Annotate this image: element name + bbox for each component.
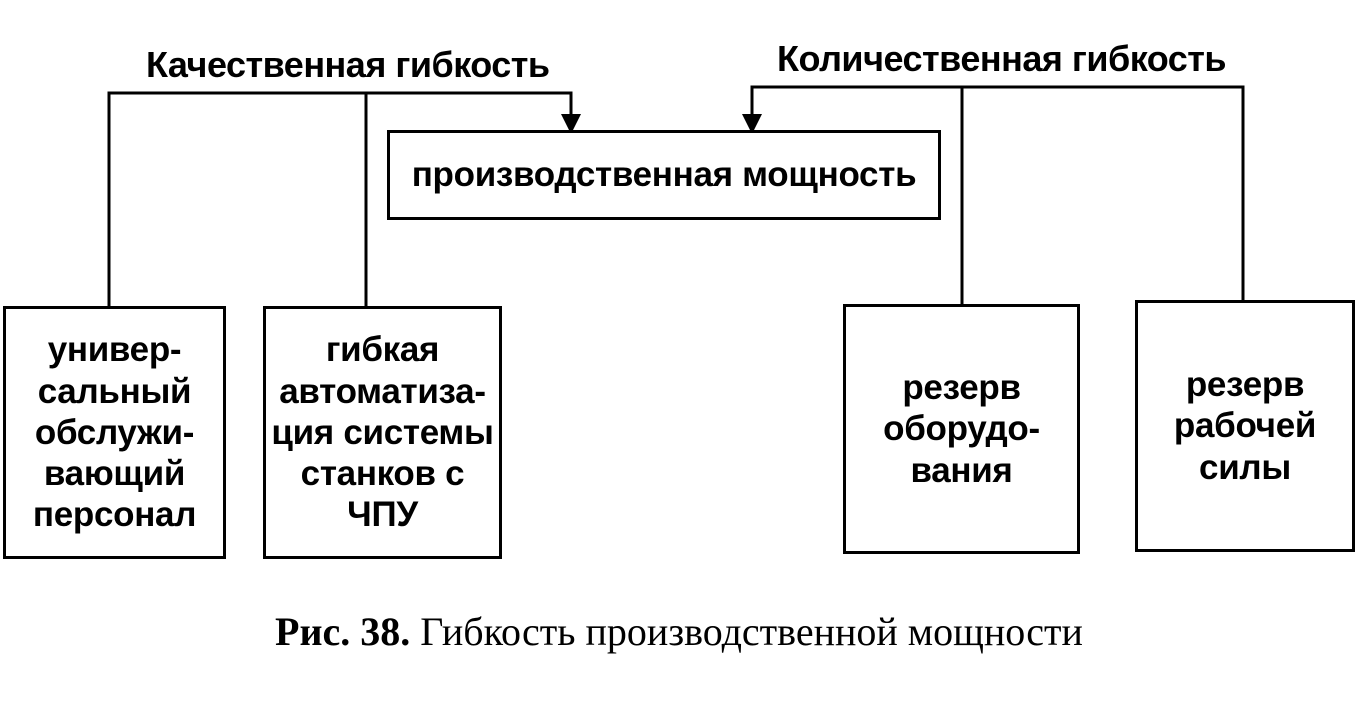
workforce-reserve-box: резерв рабочей силы <box>1135 300 1355 552</box>
box-line: гибкая <box>325 330 440 370</box>
qualitative-flexibility-heading: Качественная гибкость <box>146 44 550 85</box>
box-line: рабочей <box>1173 406 1317 446</box>
figure-caption: Рис. 38. Гибкость производственной мощно… <box>0 612 1358 652</box>
box-line: силы <box>1199 447 1291 487</box>
quantitative-flexibility-bracket <box>750 85 1245 302</box>
box-line: ция системы <box>271 412 494 452</box>
box-line: автоматиза- <box>279 371 486 411</box>
figure-title: Гибкость производственной мощности <box>420 609 1083 654</box>
production-capacity-box: производственная мощность <box>387 130 941 220</box>
quantitative-flexibility-heading: Количественная гибкость <box>777 38 1227 79</box>
universal-staff-box: универ- сальный обслужи- вающий персонал <box>3 306 226 559</box>
box-line: универ- <box>47 330 182 370</box>
box-line: оборудо- <box>883 409 1040 449</box>
box-line: сальный <box>37 371 192 411</box>
box-line: персонал <box>32 495 197 535</box>
box-line: резерв <box>1185 365 1305 405</box>
box-line: ЧПУ <box>347 495 418 535</box>
figure-number: Рис. 38. <box>275 609 411 654</box>
box-line: вания <box>910 450 1013 490</box>
equipment-reserve-box: резерв оборудо- вания <box>843 304 1080 554</box>
production-capacity-label: производственная мощность <box>411 155 917 195</box>
qualitative-flexibility-bracket <box>107 91 573 308</box>
cnc-automation-box: гибкая автоматиза- ция системы станков с… <box>263 306 502 559</box>
right-arrowhead <box>742 114 762 134</box>
box-line: станков с <box>300 454 465 494</box>
box-line: обслужи- <box>34 412 195 452</box>
box-line: резерв <box>902 368 1021 408</box>
left-arrowhead <box>561 114 581 134</box>
box-line: вающий <box>43 454 186 494</box>
